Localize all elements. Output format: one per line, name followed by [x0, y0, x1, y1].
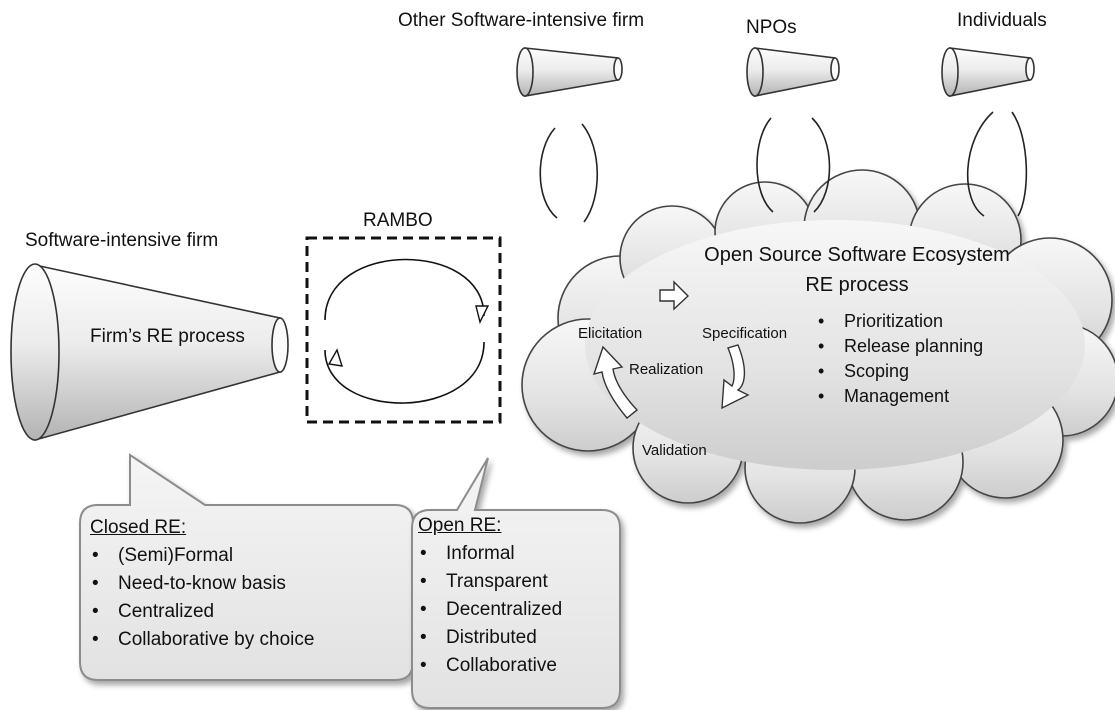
label-other-firm: Other Software-intensive firm	[398, 10, 645, 31]
elicitation-arrow-icon	[659, 280, 690, 311]
specification-arrow-icon	[721, 344, 750, 410]
label-firm-re-process: Firm’s RE process	[90, 326, 245, 347]
cone-npos	[746, 47, 840, 97]
list-item: •Collaborative by choice	[92, 629, 315, 650]
loop-other-firm	[539, 123, 599, 223]
label-realization: Realization	[629, 361, 704, 378]
loop-individuals	[966, 111, 1028, 217]
list-item: •Release planning	[818, 336, 984, 356]
list-item: •Management	[818, 386, 950, 406]
cone-other-firm	[516, 47, 623, 97]
label-elicitation: Elicitation	[578, 325, 643, 342]
list-item: •Informal	[420, 543, 515, 564]
list-item: •Transparent	[420, 571, 548, 592]
list-item: •Centralized	[92, 601, 215, 622]
list-item: •Decentralized	[420, 599, 563, 620]
list-item: •(Semi)Formal	[92, 545, 234, 566]
cloud-title-line2: RE process	[805, 274, 909, 296]
validation-arrow-icon	[592, 345, 639, 419]
oss-ecosystem-cloud	[521, 169, 1115, 524]
list-item: •Need-to-know basis	[92, 573, 286, 594]
list-item: •Distributed	[420, 627, 537, 648]
label-individuals: Individuals	[957, 10, 1047, 31]
cloud-title-line1: Open Source Software Ecosystem	[704, 244, 1010, 266]
open-re-content: Open RE: •Informal •Transparent •Decentr…	[418, 512, 562, 680]
rambo-cycle	[324, 258, 485, 404]
rambo-arrow-left-icon	[327, 348, 344, 367]
label-validation: Validation	[642, 442, 707, 459]
cone-individuals	[941, 47, 1035, 97]
open-re-heading: Open RE:	[418, 515, 502, 536]
closed-re-callout	[79, 453, 414, 681]
closed-re-heading: Closed RE:	[90, 517, 187, 538]
closed-re-content: Closed RE: •(Semi)Formal •Need-to-know b…	[90, 514, 314, 654]
cone-software-firm	[10, 263, 289, 442]
open-re-callout	[411, 457, 621, 709]
list-item: •Prioritization	[818, 311, 944, 331]
cloud-activities-list: •Prioritization •Release planning •Scopi…	[816, 309, 983, 409]
label-npos: NPOs	[746, 17, 797, 38]
list-item: •Collaborative	[420, 655, 557, 676]
rambo-arrow-right-icon	[475, 305, 490, 325]
label-rambo: RAMBO	[363, 210, 433, 231]
rambo-box	[305, 236, 502, 424]
label-specification: Specification	[702, 325, 788, 342]
list-item: •Scoping	[818, 361, 910, 381]
label-software-firm: Software-intensive firm	[25, 230, 219, 251]
loop-npos	[756, 117, 831, 213]
